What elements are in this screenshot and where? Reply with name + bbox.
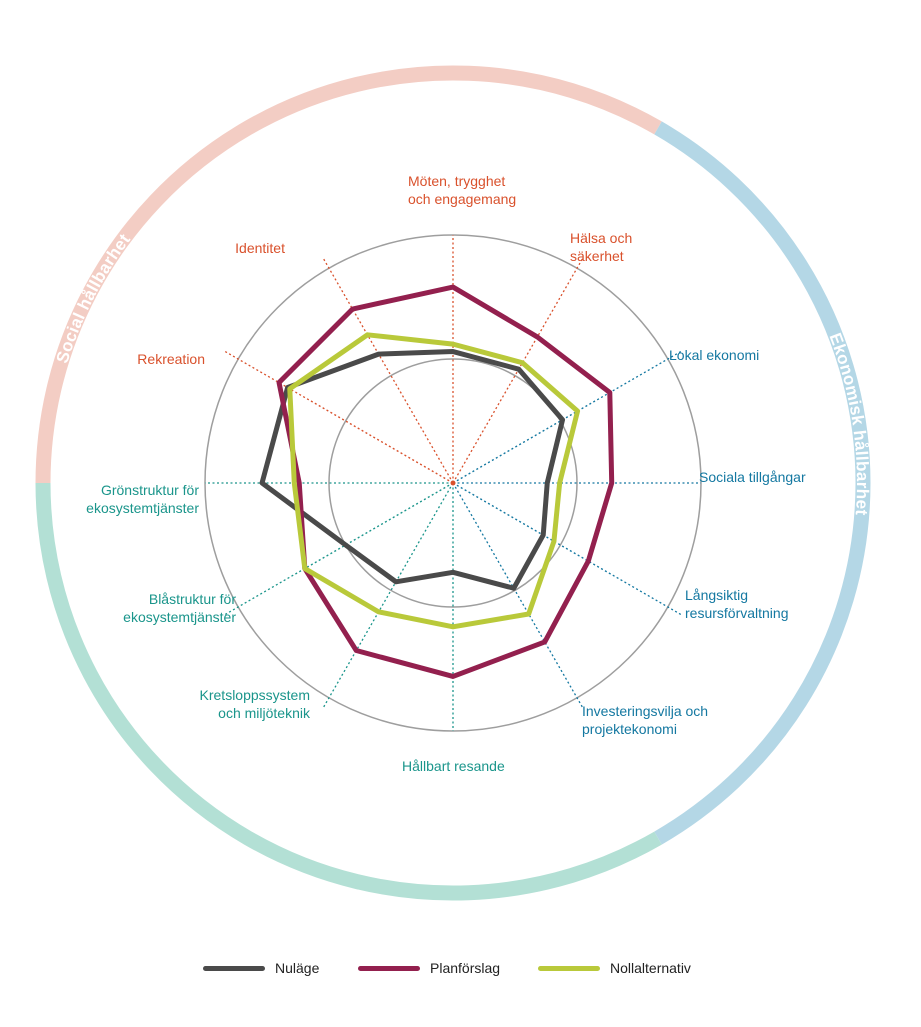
legend-item-planforslag: Planförslag — [358, 960, 500, 976]
spoke-5 — [452, 482, 684, 617]
ring-label-economic: Ekonomisk hållbarhet — [825, 330, 872, 516]
legend: Nuläge Planförslag Nollalternativ — [0, 960, 921, 984]
ring-label-ecological: Ekologisk hållbarhet — [0, 720, 70, 790]
axis-label-12: Identitet — [235, 240, 285, 256]
grid-ring-1 — [328, 358, 578, 608]
legend-swatch-nulage — [203, 965, 265, 971]
legend-item-nollalternativ: Nollalternativ — [538, 960, 691, 976]
legend-label-planforslag: Planförslag — [430, 960, 501, 976]
legend-swatch-planforslag — [358, 965, 420, 971]
spoke-3 — [452, 349, 684, 484]
radar-spokes — [205, 235, 701, 731]
legend-label-nollalternativ: Nollalternativ — [610, 960, 691, 976]
spoke-6 — [452, 482, 584, 709]
axis-label-3: Lokal ekonomi — [669, 347, 759, 363]
center-point — [450, 480, 456, 486]
radar-series — [259, 284, 615, 679]
legend-swatch-nollalternativ — [538, 965, 600, 971]
spoke-12 — [322, 257, 454, 484]
spoke-2 — [452, 257, 584, 484]
series-nulge — [259, 349, 566, 591]
axis-label-7: Hållbart resande — [402, 758, 505, 774]
legend-label-nulage: Nuläge — [275, 960, 320, 976]
spoke-9 — [222, 482, 454, 617]
spoke-8 — [322, 482, 454, 709]
ring-arc-ecological — [35, 482, 662, 901]
series-nollalternativ — [287, 332, 581, 630]
series-planfrslag — [276, 284, 615, 679]
ring-arc-social — [35, 65, 662, 484]
spoke-11 — [222, 349, 454, 484]
legend-item-nulage: Nuläge — [203, 960, 319, 976]
ring-arc-economic — [654, 121, 871, 845]
ring-label-social: Social hållbarhet — [53, 230, 135, 365]
axis-label-4: Sociala tillgångar — [699, 469, 806, 485]
axis-label-11: Rekreation — [137, 351, 205, 367]
